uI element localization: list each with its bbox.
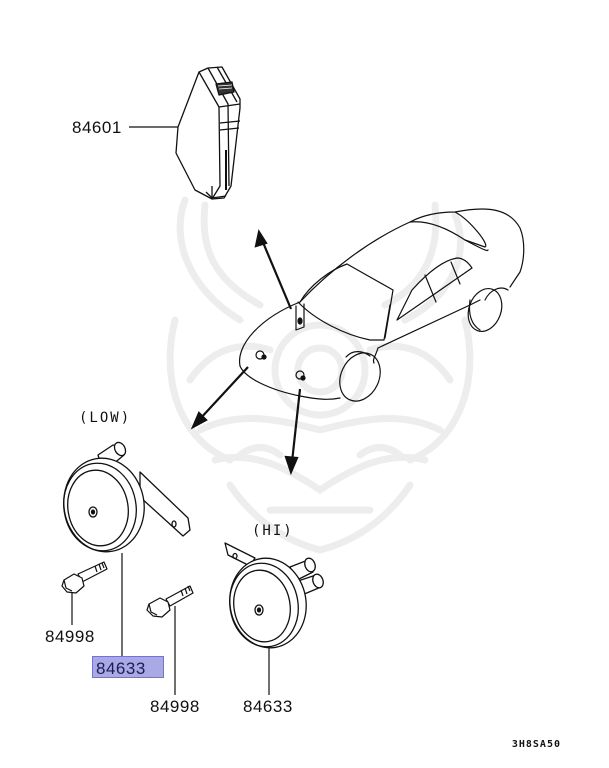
bolt-left-drawing: [61, 561, 108, 594]
horn-hi-label: (HI): [252, 523, 294, 539]
part-number-84601[interactable]: 84601: [72, 118, 122, 137]
horn-low-label: (LOW): [79, 410, 132, 426]
part-number-84633-low: 84633: [96, 659, 146, 678]
part-number-84998-center[interactable]: 84998: [150, 697, 200, 716]
bolt-center-drawing: [146, 585, 194, 618]
part-number-84633-hi[interactable]: 84633: [243, 697, 293, 716]
watermark-emblem: [166, 196, 474, 554]
control-unit-84601-drawing: [175, 66, 241, 200]
car-drawing: [238, 208, 525, 402]
horn-low-drawing: [63, 441, 191, 553]
horn-hi-drawing: [224, 542, 324, 649]
part-number-84998-left[interactable]: 84998: [45, 627, 95, 646]
arrows: [190, 229, 302, 476]
part-number-84633-low-highlight[interactable]: 84633: [92, 656, 164, 678]
diagram-reference-code: 3H8SA50: [511, 739, 561, 750]
